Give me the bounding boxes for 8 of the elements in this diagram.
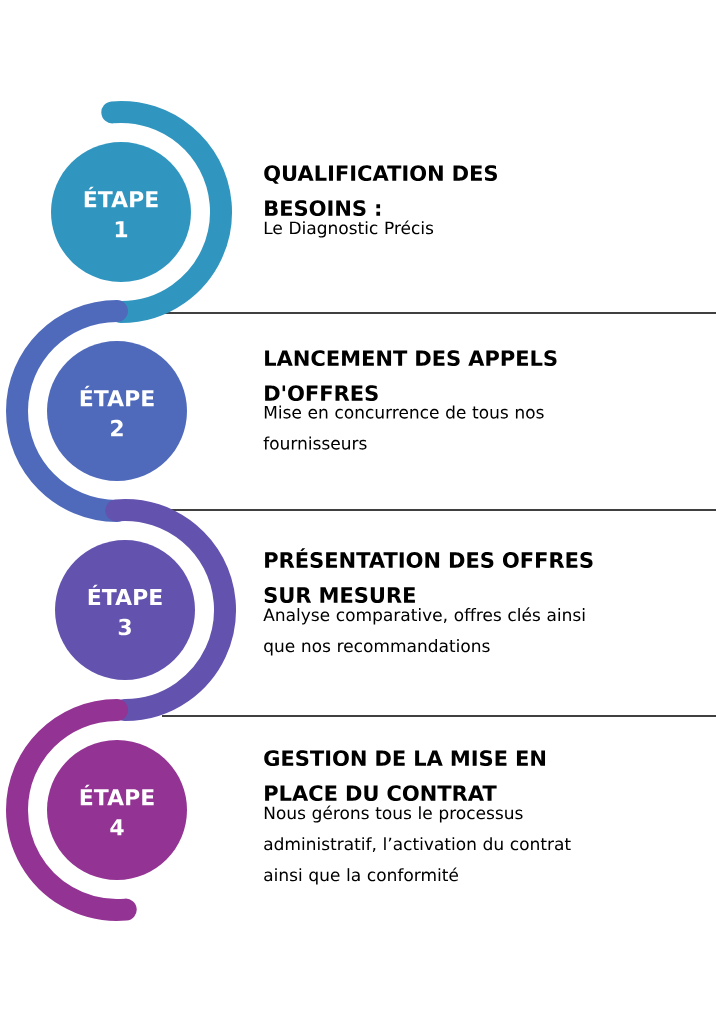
step-heading: LANCEMENT DES APPELS D'OFFRES [265, 350, 557, 402]
step-description: Analyse comparative, offres clés ainsi que nos recommandations [263, 607, 585, 656]
step-heading: QUALIFICATION DES BESOINS : [264, 165, 497, 217]
step-description: Mise en concurrence de tous nos fournisseurs [263, 405, 544, 450]
step-heading: PRÉSENTATION DES OFFRES SUR MESURE [264, 548, 593, 603]
step-description: Nous gérons tous le processus administratif, l’activation du contrat ainsi que la conformité [264, 805, 571, 885]
step-heading: GESTION DE LA MISE EN PLACE DU CONTRAT [264, 750, 546, 802]
step-description: Le Diagnostic Précis [264, 220, 434, 238]
